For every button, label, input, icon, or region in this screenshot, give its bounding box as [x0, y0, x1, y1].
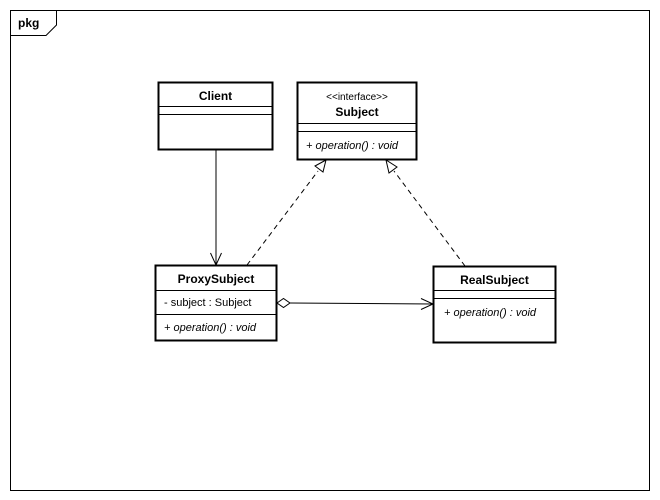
frame-label-tab [10, 10, 57, 36]
class-name: Subject [335, 105, 378, 119]
class-subject[interactable]: <<interface>> Subject + operation() : vo… [296, 81, 418, 161]
class-client[interactable]: Client [157, 81, 274, 151]
realization-real-subject [385, 158, 466, 267]
aggregation-diamond [276, 297, 291, 309]
class-name: ProxySubject [178, 272, 255, 286]
class-proxy-subject[interactable]: ProxySubject - subject : Subject + opera… [154, 264, 278, 342]
operation: + operation() : void [164, 322, 257, 334]
operation: + operation() : void [444, 307, 537, 319]
hollow-triangle-arrowhead [314, 159, 327, 173]
frame-label: pkg [18, 16, 39, 30]
class-box [296, 81, 418, 161]
association-client-proxy [210, 150, 222, 267]
stereotype-label: <<interface>> [326, 92, 388, 103]
class-box [154, 264, 278, 342]
hollow-triangle-arrowhead [385, 158, 398, 174]
class-name: Client [199, 89, 232, 103]
package-frame: pkg [10, 10, 650, 491]
aggregation-proxy-real [276, 297, 435, 310]
attribute: - subject : Subject [164, 297, 251, 309]
class-box [157, 81, 274, 151]
relationships [210, 150, 466, 310]
class-name: RealSubject [460, 273, 529, 287]
frame-border [10, 10, 650, 491]
class-real-subject[interactable]: RealSubject + operation() : void [432, 265, 557, 344]
operation: + operation() : void [306, 140, 399, 152]
class-box [432, 265, 557, 344]
realization-proxy-subject [246, 159, 327, 266]
